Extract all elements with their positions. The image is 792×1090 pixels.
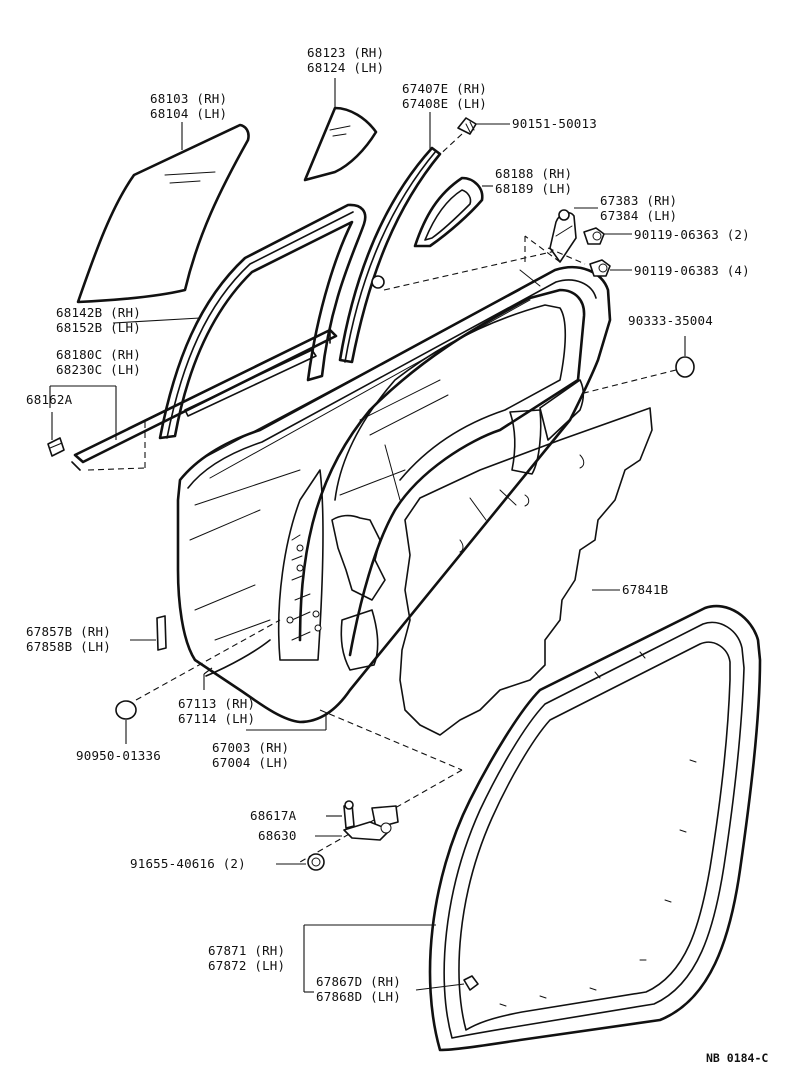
label-68180c-l1: 68180C (RH) xyxy=(56,347,141,362)
label-68123-l2: 68124 (LH) xyxy=(307,60,384,75)
label-67871-l2: 67872 (LH) xyxy=(208,958,285,973)
label-68142b-l2: 68152B (LH) xyxy=(56,320,141,335)
label-90151: 90151-50013 xyxy=(512,116,597,131)
service-hole-cover xyxy=(399,407,653,736)
label-68162a: 68162A xyxy=(26,392,73,407)
label-68103-l1: 68103 (RH) xyxy=(150,91,227,106)
hole-plug-90333 xyxy=(579,336,695,395)
label-67003-l1: 67003 (RH) xyxy=(212,740,289,755)
label-67841b: 67841B xyxy=(622,582,668,597)
clip-68162a xyxy=(47,437,65,457)
label-68617a: 68617A xyxy=(250,808,297,823)
label-67871-l1: 67871 (RH) xyxy=(208,943,285,958)
top-leaders xyxy=(49,78,431,440)
label-68180c-l2: 68230C (LH) xyxy=(56,362,141,377)
label-67113-l2: 67114 (LH) xyxy=(178,711,255,726)
label-68142b-l1: 68142B (RH) xyxy=(56,305,141,320)
diagram-code: NB 0184-C xyxy=(706,1051,768,1065)
label-90119a: 90119-06363 (2) xyxy=(634,227,750,242)
label-68188-l2: 68189 (LH) xyxy=(495,181,572,196)
label-90333: 90333-35004 xyxy=(628,313,713,328)
label-67867d-l2: 67868D (LH) xyxy=(316,989,401,1004)
run-channel xyxy=(158,203,367,440)
weatherstrip-clip xyxy=(415,975,479,991)
label-68123-l1: 68123 (RH) xyxy=(307,45,384,60)
label-67113-l1: 67113 (RH) xyxy=(178,696,255,711)
door-bracket xyxy=(524,207,632,277)
label-67383-l1: 67383 (RH) xyxy=(600,193,677,208)
label-67407e-l2: 67408E (LH) xyxy=(402,96,487,111)
door-pad xyxy=(130,615,167,651)
quarter-window-frame xyxy=(413,176,493,248)
door-panel xyxy=(176,265,612,724)
division-bar xyxy=(338,146,561,364)
label-90950: 90950-01336 xyxy=(76,748,161,763)
label-67003-l2: 67004 (LH) xyxy=(212,755,289,770)
label-67867d-l1: 67867D (RH) xyxy=(316,974,401,989)
label-68103-l2: 68104 (LH) xyxy=(150,106,227,121)
part-labels: 68103 (RH) 68104 (LH) 68123 (RH) 68124 (… xyxy=(26,45,768,1065)
label-91655: 91655-40616 (2) xyxy=(130,856,246,871)
quarter-glass xyxy=(303,106,378,182)
label-68630: 68630 xyxy=(258,828,297,843)
door-weatherstrip xyxy=(303,604,762,1052)
label-68188-l1: 68188 (RH) xyxy=(495,166,572,181)
hole-plug-90950 xyxy=(115,619,281,744)
label-67407e-l1: 67407E (RH) xyxy=(402,81,487,96)
label-67383-l2: 67384 (LH) xyxy=(600,208,677,223)
door-check xyxy=(276,800,399,871)
screw-90151 xyxy=(433,117,510,161)
label-90119b: 90119-06383 (4) xyxy=(634,263,750,278)
label-67857b-l2: 67858B (LH) xyxy=(26,639,111,654)
belt-moulding xyxy=(71,328,338,471)
label-67857b-l1: 67857B (RH) xyxy=(26,624,111,639)
door-glass xyxy=(76,123,250,304)
